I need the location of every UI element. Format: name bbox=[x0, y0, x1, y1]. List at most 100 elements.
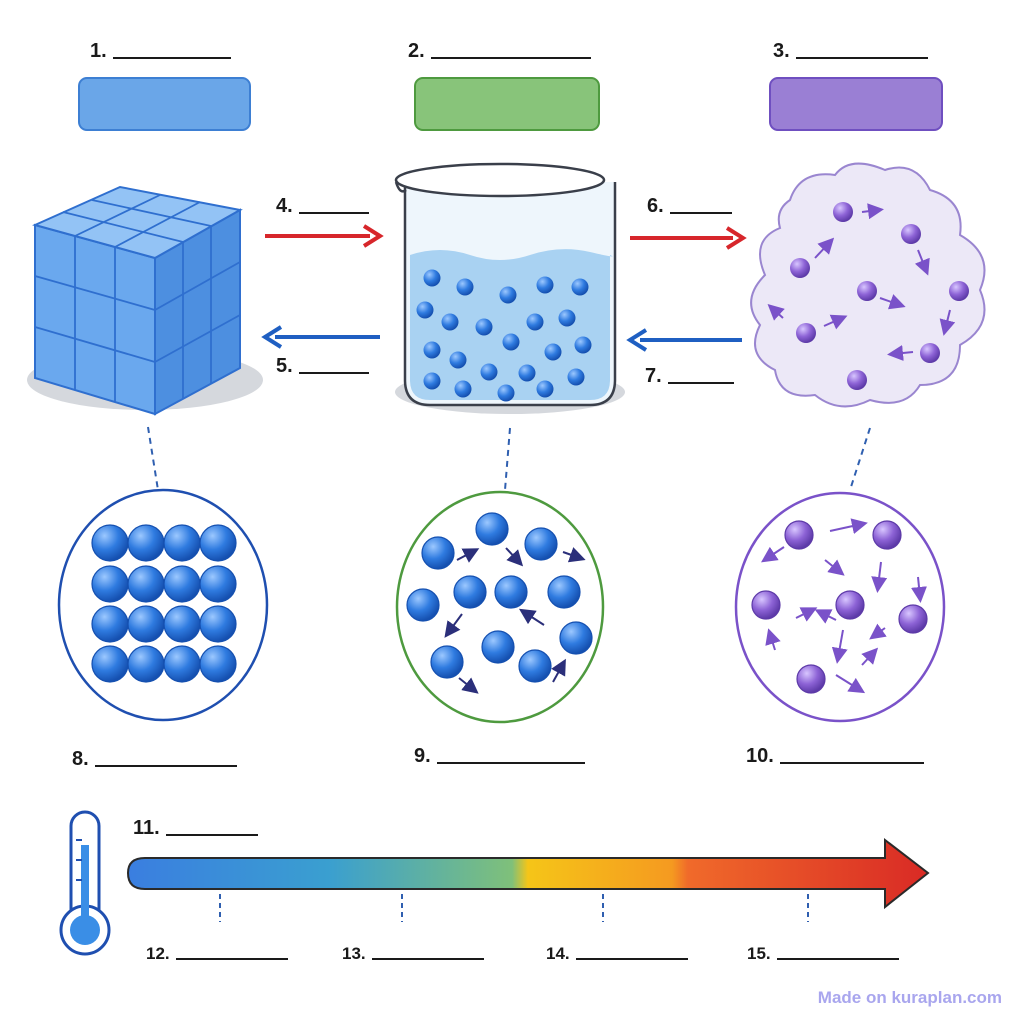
cloud-particle bbox=[857, 281, 877, 301]
answer-blank-5[interactable] bbox=[298, 372, 369, 374]
label-15: 15. bbox=[747, 944, 899, 964]
beaker-particle bbox=[567, 368, 585, 386]
answer-blank-13[interactable] bbox=[371, 958, 484, 960]
answer-blank-1[interactable] bbox=[112, 57, 231, 59]
cloud-particle bbox=[847, 370, 867, 390]
beaker-particle bbox=[449, 351, 467, 369]
liquid-particle bbox=[421, 536, 455, 570]
beaker-particle bbox=[497, 384, 515, 402]
label-10: 10. bbox=[746, 745, 924, 768]
answer-blank-3[interactable] bbox=[795, 57, 928, 59]
beaker-particle bbox=[526, 313, 544, 331]
beaker-particle bbox=[480, 363, 498, 381]
motion-arrow bbox=[861, 647, 879, 666]
liquid-particle bbox=[453, 575, 487, 609]
motion-arrow bbox=[814, 237, 835, 259]
beaker-particle bbox=[536, 276, 554, 294]
liquid-particle bbox=[406, 588, 440, 622]
label-5: 5. bbox=[276, 355, 369, 378]
label-11: 11. bbox=[133, 817, 258, 840]
answer-blank-14[interactable] bbox=[575, 958, 688, 960]
solid-connector bbox=[147, 426, 159, 491]
motion-arrow bbox=[939, 309, 956, 336]
answer-blank-10[interactable] bbox=[779, 762, 924, 764]
liquid-particle bbox=[481, 630, 515, 664]
solid-particle bbox=[91, 524, 129, 562]
motion-arrow bbox=[767, 303, 785, 321]
label-4-number: 4. bbox=[276, 195, 293, 217]
beaker-particle bbox=[518, 364, 536, 382]
liquid-color-box bbox=[414, 77, 600, 131]
motion-arrow bbox=[765, 628, 781, 651]
solid-particle bbox=[199, 605, 237, 643]
cloud-particle bbox=[949, 281, 969, 301]
thermometer-icon bbox=[59, 810, 111, 956]
beaker-particle bbox=[456, 278, 474, 296]
liquid-particle bbox=[524, 527, 558, 561]
motion-arrow bbox=[551, 658, 566, 683]
answer-blank-9[interactable] bbox=[436, 762, 585, 764]
label-7: 7. bbox=[645, 365, 734, 388]
liquid-particle bbox=[547, 575, 581, 609]
answer-blank-12[interactable] bbox=[175, 958, 288, 960]
beaker-particle bbox=[441, 313, 459, 331]
label-14: 14. bbox=[546, 944, 688, 964]
freezing-arrow bbox=[261, 325, 380, 349]
cloud-particle bbox=[833, 202, 853, 222]
cloud-particle bbox=[920, 343, 940, 363]
solid-particle bbox=[127, 524, 165, 562]
solid-particle bbox=[127, 645, 165, 683]
motion-arrow bbox=[824, 559, 845, 576]
beaker-particle bbox=[558, 309, 576, 327]
answer-blank-4[interactable] bbox=[298, 212, 369, 214]
beaker-particle bbox=[571, 278, 589, 296]
label-8: 8. bbox=[72, 748, 237, 771]
solid-zoom-circle bbox=[57, 488, 269, 722]
motion-arrow bbox=[518, 608, 545, 626]
motion-arrow bbox=[871, 561, 888, 593]
liquid-particle bbox=[430, 645, 464, 679]
motion-arrow bbox=[829, 518, 868, 534]
label-12: 12. bbox=[146, 944, 288, 964]
beaker-particle bbox=[502, 333, 520, 351]
solid-particle bbox=[163, 524, 201, 562]
cloud-particle bbox=[790, 258, 810, 278]
answer-blank-11[interactable] bbox=[165, 834, 258, 836]
answer-blank-15[interactable] bbox=[776, 958, 899, 960]
answer-blank-7[interactable] bbox=[667, 382, 734, 384]
answer-blank-6[interactable] bbox=[669, 212, 732, 214]
answer-blank-8[interactable] bbox=[94, 765, 237, 767]
motion-arrow bbox=[911, 576, 927, 603]
liquid-particle bbox=[518, 649, 552, 683]
beaker-particle bbox=[423, 372, 441, 390]
motion-arrow bbox=[823, 314, 848, 330]
solid-particle bbox=[163, 605, 201, 643]
solid-particle bbox=[91, 605, 129, 643]
beaker-particle bbox=[574, 336, 592, 354]
solid-particle bbox=[91, 565, 129, 603]
label-5-number: 5. bbox=[276, 355, 293, 377]
motion-arrow bbox=[887, 345, 914, 361]
label-15-number: 15. bbox=[747, 944, 771, 963]
beaker-particle bbox=[544, 343, 562, 361]
label-9: 9. bbox=[414, 745, 585, 768]
liquid-particle bbox=[494, 575, 528, 609]
evaporation-arrow bbox=[630, 226, 747, 250]
melting-arrow bbox=[265, 224, 384, 248]
beaker-particle bbox=[499, 286, 517, 304]
cloud-particles bbox=[767, 202, 969, 390]
beaker-particle bbox=[536, 380, 554, 398]
label-13: 13. bbox=[342, 944, 484, 964]
label-12-number: 12. bbox=[146, 944, 170, 963]
solid-color-box bbox=[78, 77, 251, 131]
beaker-particles bbox=[416, 269, 592, 402]
answer-blank-2[interactable] bbox=[430, 57, 591, 59]
gas-connector bbox=[849, 427, 871, 491]
gas-particle bbox=[796, 664, 826, 694]
beaker-particle bbox=[475, 318, 493, 336]
motion-arrow bbox=[814, 609, 837, 624]
label-9-number: 9. bbox=[414, 745, 431, 767]
liquid-particles bbox=[406, 512, 593, 694]
solid-particle bbox=[163, 645, 201, 683]
